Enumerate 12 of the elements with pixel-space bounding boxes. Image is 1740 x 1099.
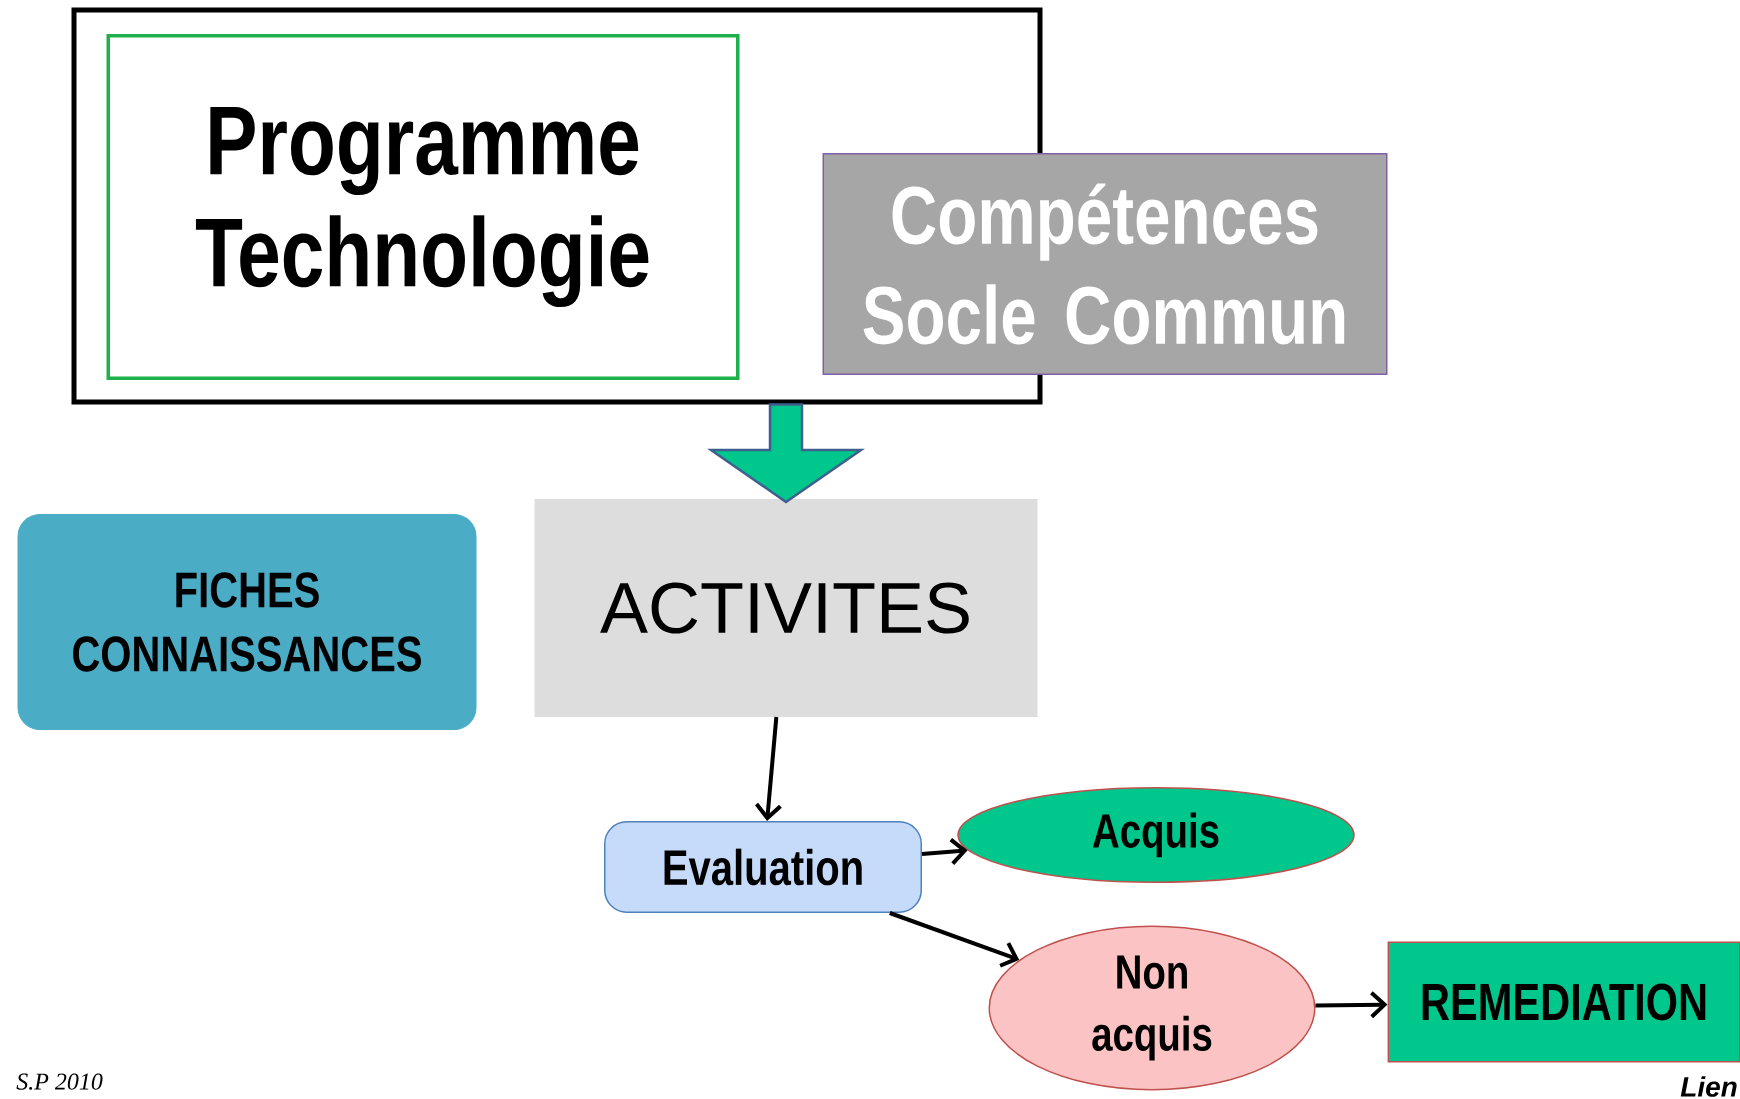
evaluation-box: Evaluation bbox=[604, 821, 922, 913]
title-box: Programme Technologie bbox=[106, 34, 740, 380]
arrow bbox=[1315, 991, 1388, 1019]
activities-box: ACTIVITES bbox=[534, 499, 1038, 717]
arrow bbox=[754, 716, 782, 821]
signature-text: S.P 2010 bbox=[16, 1073, 103, 1090]
arrow bbox=[921, 838, 968, 865]
competences-box: Compétences Socle Commun bbox=[822, 153, 1388, 375]
arrow bbox=[707, 403, 865, 504]
knowledge-box: FICHES CONNAISSANCES bbox=[17, 514, 477, 730]
arrow bbox=[889, 911, 1020, 968]
remediation-box: REMEDIATION bbox=[1387, 941, 1740, 1063]
